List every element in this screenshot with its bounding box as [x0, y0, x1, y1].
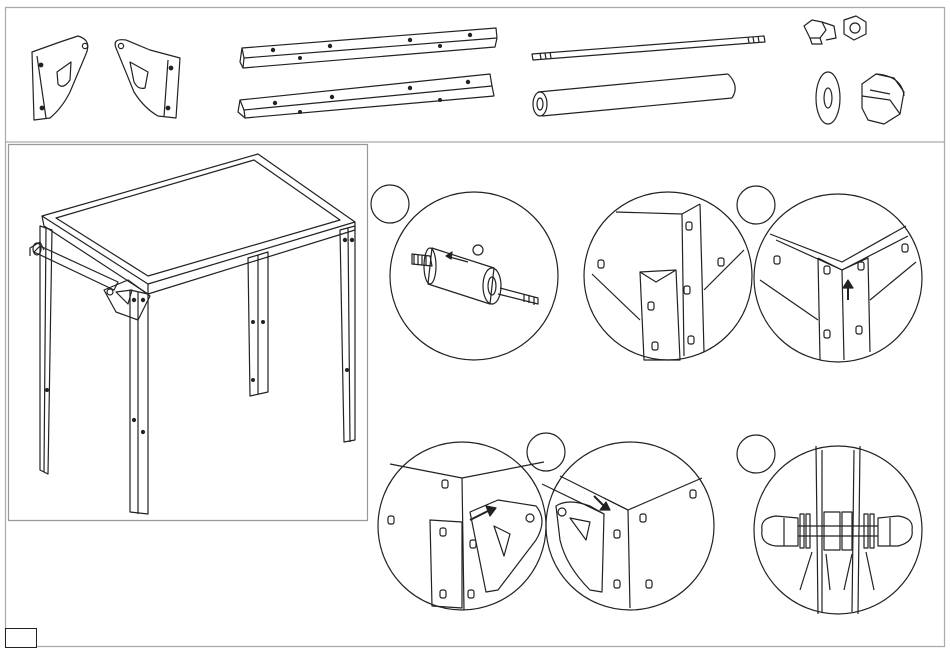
- detail-bolt-stack: [754, 446, 922, 614]
- page-number-box: [5, 628, 37, 648]
- threaded-rod: [532, 36, 765, 60]
- sheet-frame: [6, 8, 945, 647]
- step-marker-4: [737, 435, 775, 473]
- tube-spacer: [533, 74, 735, 116]
- detail-bracket-left: [378, 442, 546, 610]
- corner-bracket-right: [115, 40, 180, 118]
- detail-rod-insertion: [390, 192, 558, 360]
- hex-nut: [844, 16, 866, 40]
- hex-bolt: [804, 20, 836, 44]
- corner-bracket-left: [32, 36, 88, 120]
- cap-nut: [862, 74, 904, 124]
- angle-rail-bottom: [238, 74, 494, 118]
- angle-rail-top: [240, 28, 497, 68]
- step-marker-2: [737, 186, 775, 224]
- detail-corner-left: [584, 192, 752, 360]
- assembled-table: [30, 154, 355, 514]
- step-marker-1: [371, 185, 409, 223]
- detail-corner-right: [754, 194, 922, 362]
- detail-bracket-right: [542, 442, 714, 610]
- step-marker-3: [527, 433, 565, 471]
- washer: [816, 72, 840, 124]
